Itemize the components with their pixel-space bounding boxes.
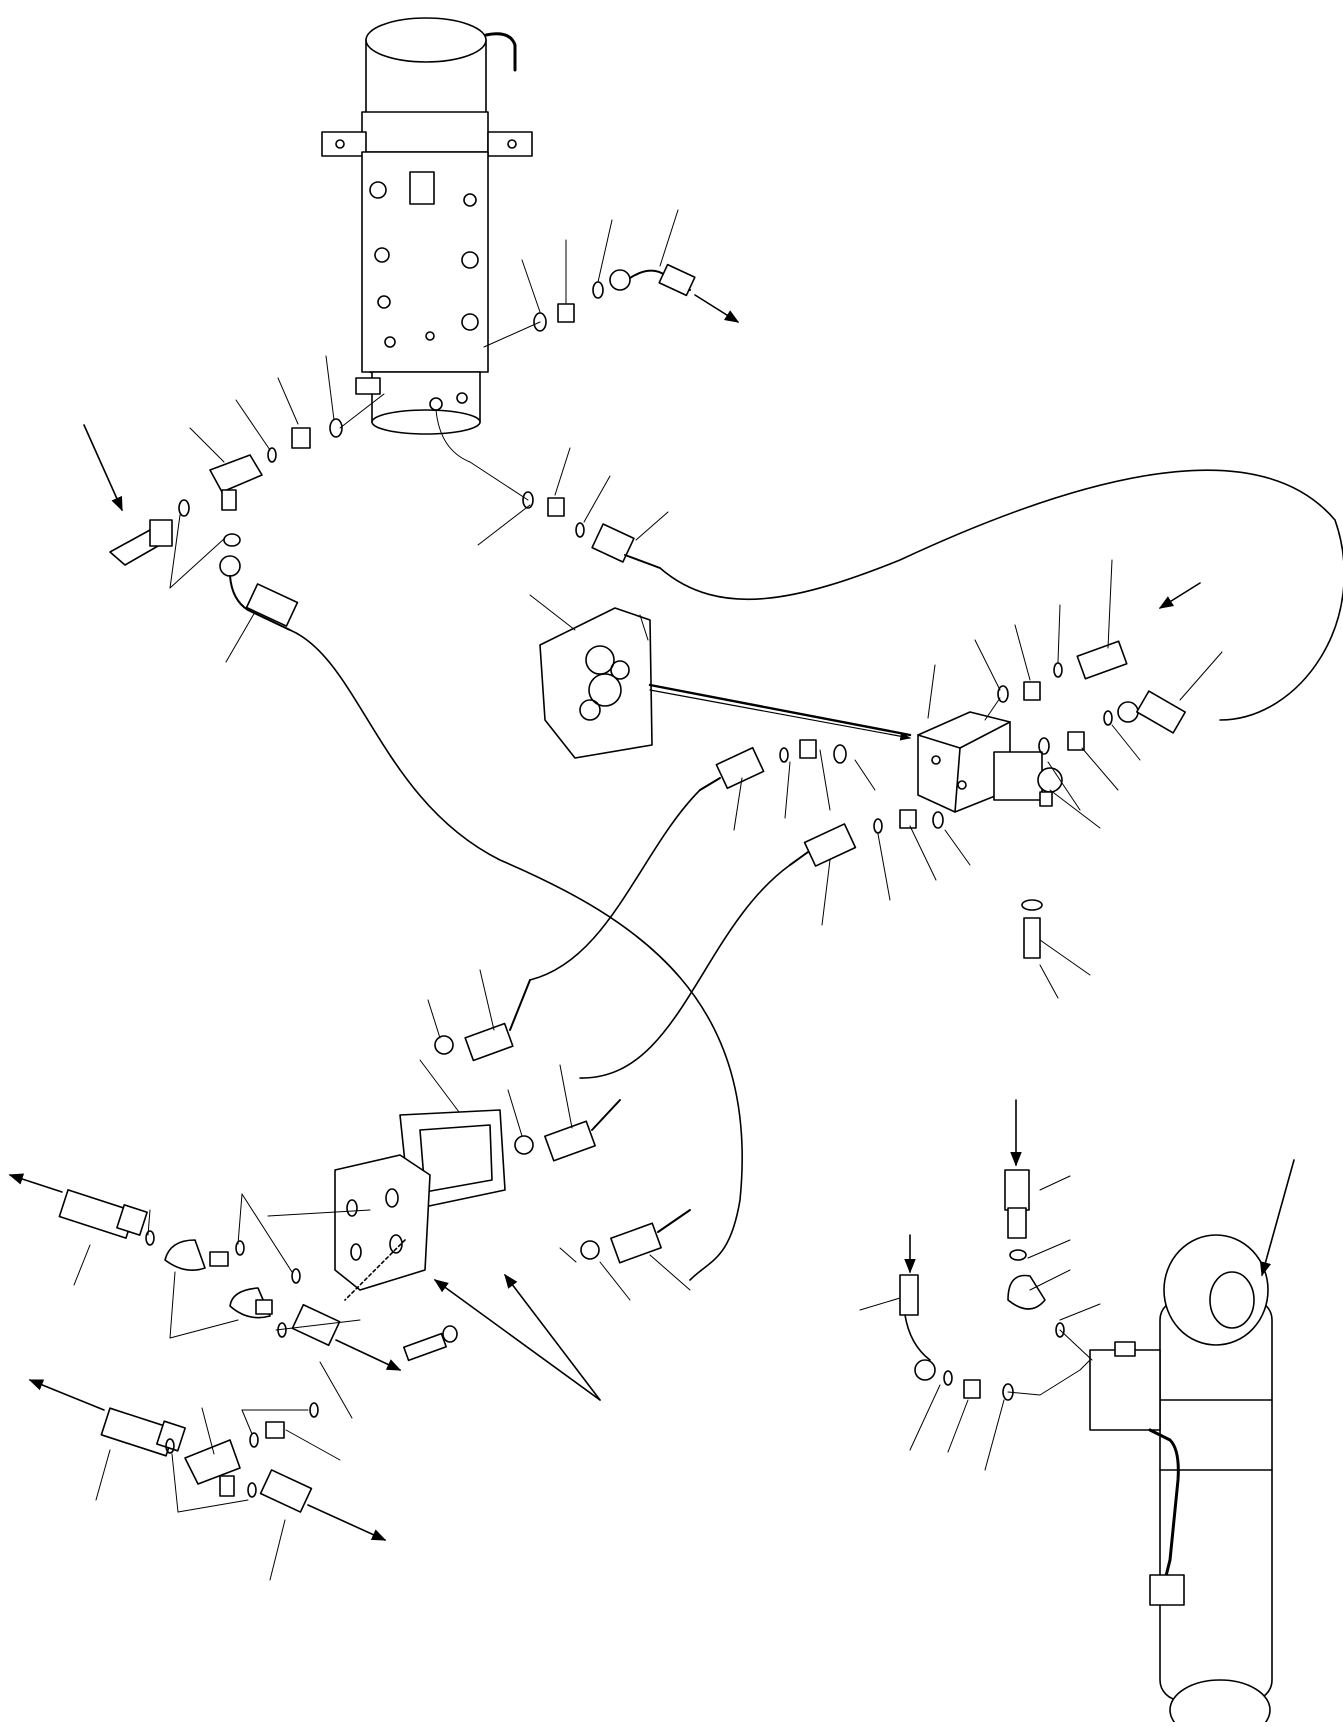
- valve-left-fittings: [530, 740, 1090, 1078]
- mounting-bracket: [335, 1110, 600, 1400]
- solenoid-valve: [918, 665, 1062, 812]
- lower-left-tee-fittings: [28, 1380, 387, 1580]
- cylinder-fittings: [860, 1100, 1100, 1470]
- swivel-top-right-fittings: [484, 210, 740, 347]
- cylinder-assembly: [1090, 1160, 1294, 1727]
- long-hose: [290, 630, 742, 1280]
- valve-right-fittings: [975, 560, 1222, 828]
- swivel-middle-fittings: [436, 410, 1343, 720]
- top-left-tee-assembly: [84, 356, 384, 662]
- center-lower-fittings: [420, 970, 690, 1300]
- lower-left-elbow-fittings: [8, 1173, 402, 1418]
- swivel-joint: [322, 18, 532, 434]
- inset-callout: [530, 595, 910, 758]
